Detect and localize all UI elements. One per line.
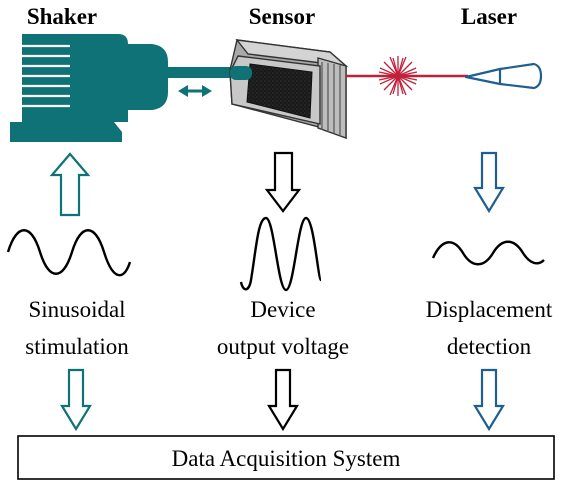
voltage-to-daq-arrow: [267, 368, 299, 432]
sinusoidal-label-line1: Sinusoidal: [28, 297, 125, 322]
shaker-header: Shaker: [27, 4, 97, 29]
sensor-header: Sensor: [249, 4, 315, 29]
displacement-label-line1: Displacement: [426, 297, 553, 322]
device-label-line2: output voltage: [217, 334, 349, 359]
sensor-device-icon: [229, 39, 349, 140]
device-label-line1: Device: [250, 297, 315, 322]
displacement-to-daq-arrow: [473, 368, 505, 432]
laser-emitter-icon: [464, 62, 543, 90]
voltage-sine-wave: [239, 216, 323, 292]
stimulation-sine-wave: [6, 229, 132, 277]
displacement-sine-wave: [431, 240, 545, 266]
sinusoidal-label-line2: stimulation: [25, 334, 129, 359]
sensor-down-arrow: [264, 151, 302, 213]
daq-label: Data Acquisition System: [172, 446, 401, 471]
laser-spot-icon: [378, 56, 418, 96]
shaker-up-arrow: [49, 152, 91, 217]
vibration-double-arrow: [178, 85, 212, 97]
laser-header: Laser: [461, 4, 517, 29]
shaker-device-icon: [10, 34, 236, 142]
displacement-label-line2: detection: [447, 334, 532, 359]
daq-box: [17, 435, 555, 480]
laser-down-arrow: [473, 151, 505, 214]
stimulation-to-daq-arrow: [60, 368, 92, 432]
